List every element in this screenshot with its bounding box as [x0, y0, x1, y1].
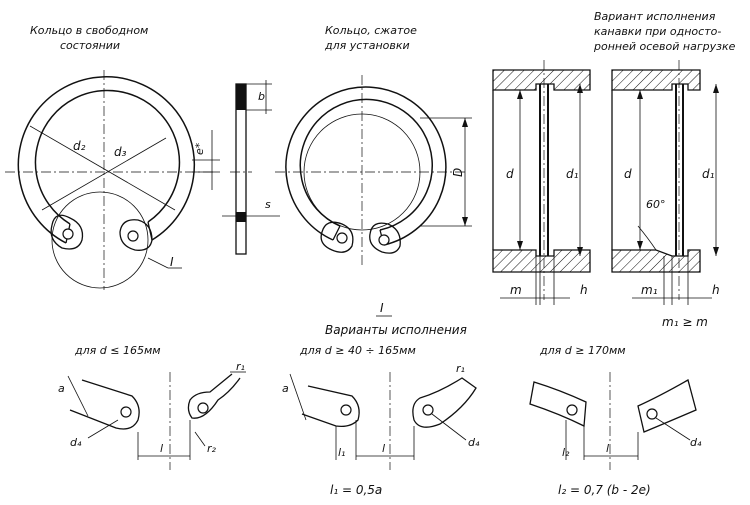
- dim-d-section2: d: [624, 167, 632, 181]
- dim-l1-variant2: l₁: [338, 446, 345, 459]
- dim-l2-variant3: l₂: [562, 446, 570, 459]
- dim-l-variant1: l: [160, 442, 163, 455]
- groove-section-one-sided: d d₁ 60° m₁ h: [611, 60, 720, 305]
- compressed-ring-view: D: [275, 75, 472, 268]
- groove-variant-title-line2: канавки при односто-: [594, 25, 721, 38]
- inequality-label: m₁ ≥ m: [662, 315, 708, 329]
- dim-r1-variant1: r₁: [236, 360, 245, 373]
- dim-m: m: [510, 283, 522, 297]
- dim-d4-variant2: d₄: [468, 436, 480, 449]
- variant-3-detail: l₂ d₄ l: [529, 372, 702, 470]
- case-label-1: для d ≤ 165мм: [74, 344, 161, 357]
- dim-d1-section2: d₁: [702, 167, 715, 181]
- dim-d1-section1: d₁: [566, 167, 579, 181]
- compressed-ring-title-line2: для установки: [324, 39, 410, 52]
- dim-D: D: [451, 168, 465, 177]
- dim-b: b: [258, 90, 265, 103]
- compressed-ring-title-line1: Кольцо, сжатое: [325, 24, 417, 37]
- free-ring-view: d₂ d₃ e* I: [5, 70, 220, 290]
- view-label-i: I: [380, 301, 384, 315]
- dim-e-star: e*: [193, 142, 206, 155]
- groove-variant-title-line3: ронней осевой нагрузке: [593, 40, 736, 53]
- detail-marker-i: I: [170, 255, 174, 269]
- dim-angle-60: 60°: [646, 198, 666, 211]
- free-ring-title-line2: состоянии: [60, 39, 120, 52]
- dim-h-section2: h: [712, 283, 720, 297]
- dim-s: s: [265, 198, 271, 211]
- dim-l-variant2: l: [382, 442, 385, 455]
- variant-2-detail: a l₁ r₁ d₄ l: [282, 362, 480, 470]
- dim-r2-variant1: r₂: [207, 442, 217, 455]
- formula-l1: l₁ = 0,5a: [330, 483, 382, 497]
- dim-d4-variant1: d₄: [70, 436, 82, 449]
- variant-1-detail: a d₄ r₁ r₂ l: [58, 360, 246, 470]
- free-ring-title-line1: Кольцо в свободном: [30, 24, 148, 37]
- variants-title: Варианты исполнения: [325, 323, 467, 337]
- dim-d3: d₃: [114, 145, 127, 159]
- case-label-3: для d ≥ 170мм: [539, 344, 626, 357]
- dim-h-section1: h: [580, 283, 588, 297]
- dim-d4-variant3: d₄: [690, 436, 702, 449]
- groove-section-standard: d d₁ m h: [492, 60, 591, 305]
- dim-r1-variant2: r₁: [456, 362, 465, 375]
- dim-a-variant2: a: [282, 382, 289, 395]
- dim-d-section1: d: [506, 167, 514, 181]
- ring-side-section: b s: [222, 80, 280, 255]
- dim-a-variant1: a: [58, 382, 65, 395]
- dim-l-variant3: l: [606, 442, 609, 455]
- groove-variant-title-line1: Вариант исполнения: [594, 10, 716, 23]
- formula-l2: l₂ = 0,7 (b - 2e): [558, 483, 651, 497]
- dim-d2: d₂: [73, 139, 86, 153]
- dim-m1: m₁: [641, 283, 658, 297]
- case-label-2: для d ≥ 40 ÷ 165мм: [299, 344, 416, 357]
